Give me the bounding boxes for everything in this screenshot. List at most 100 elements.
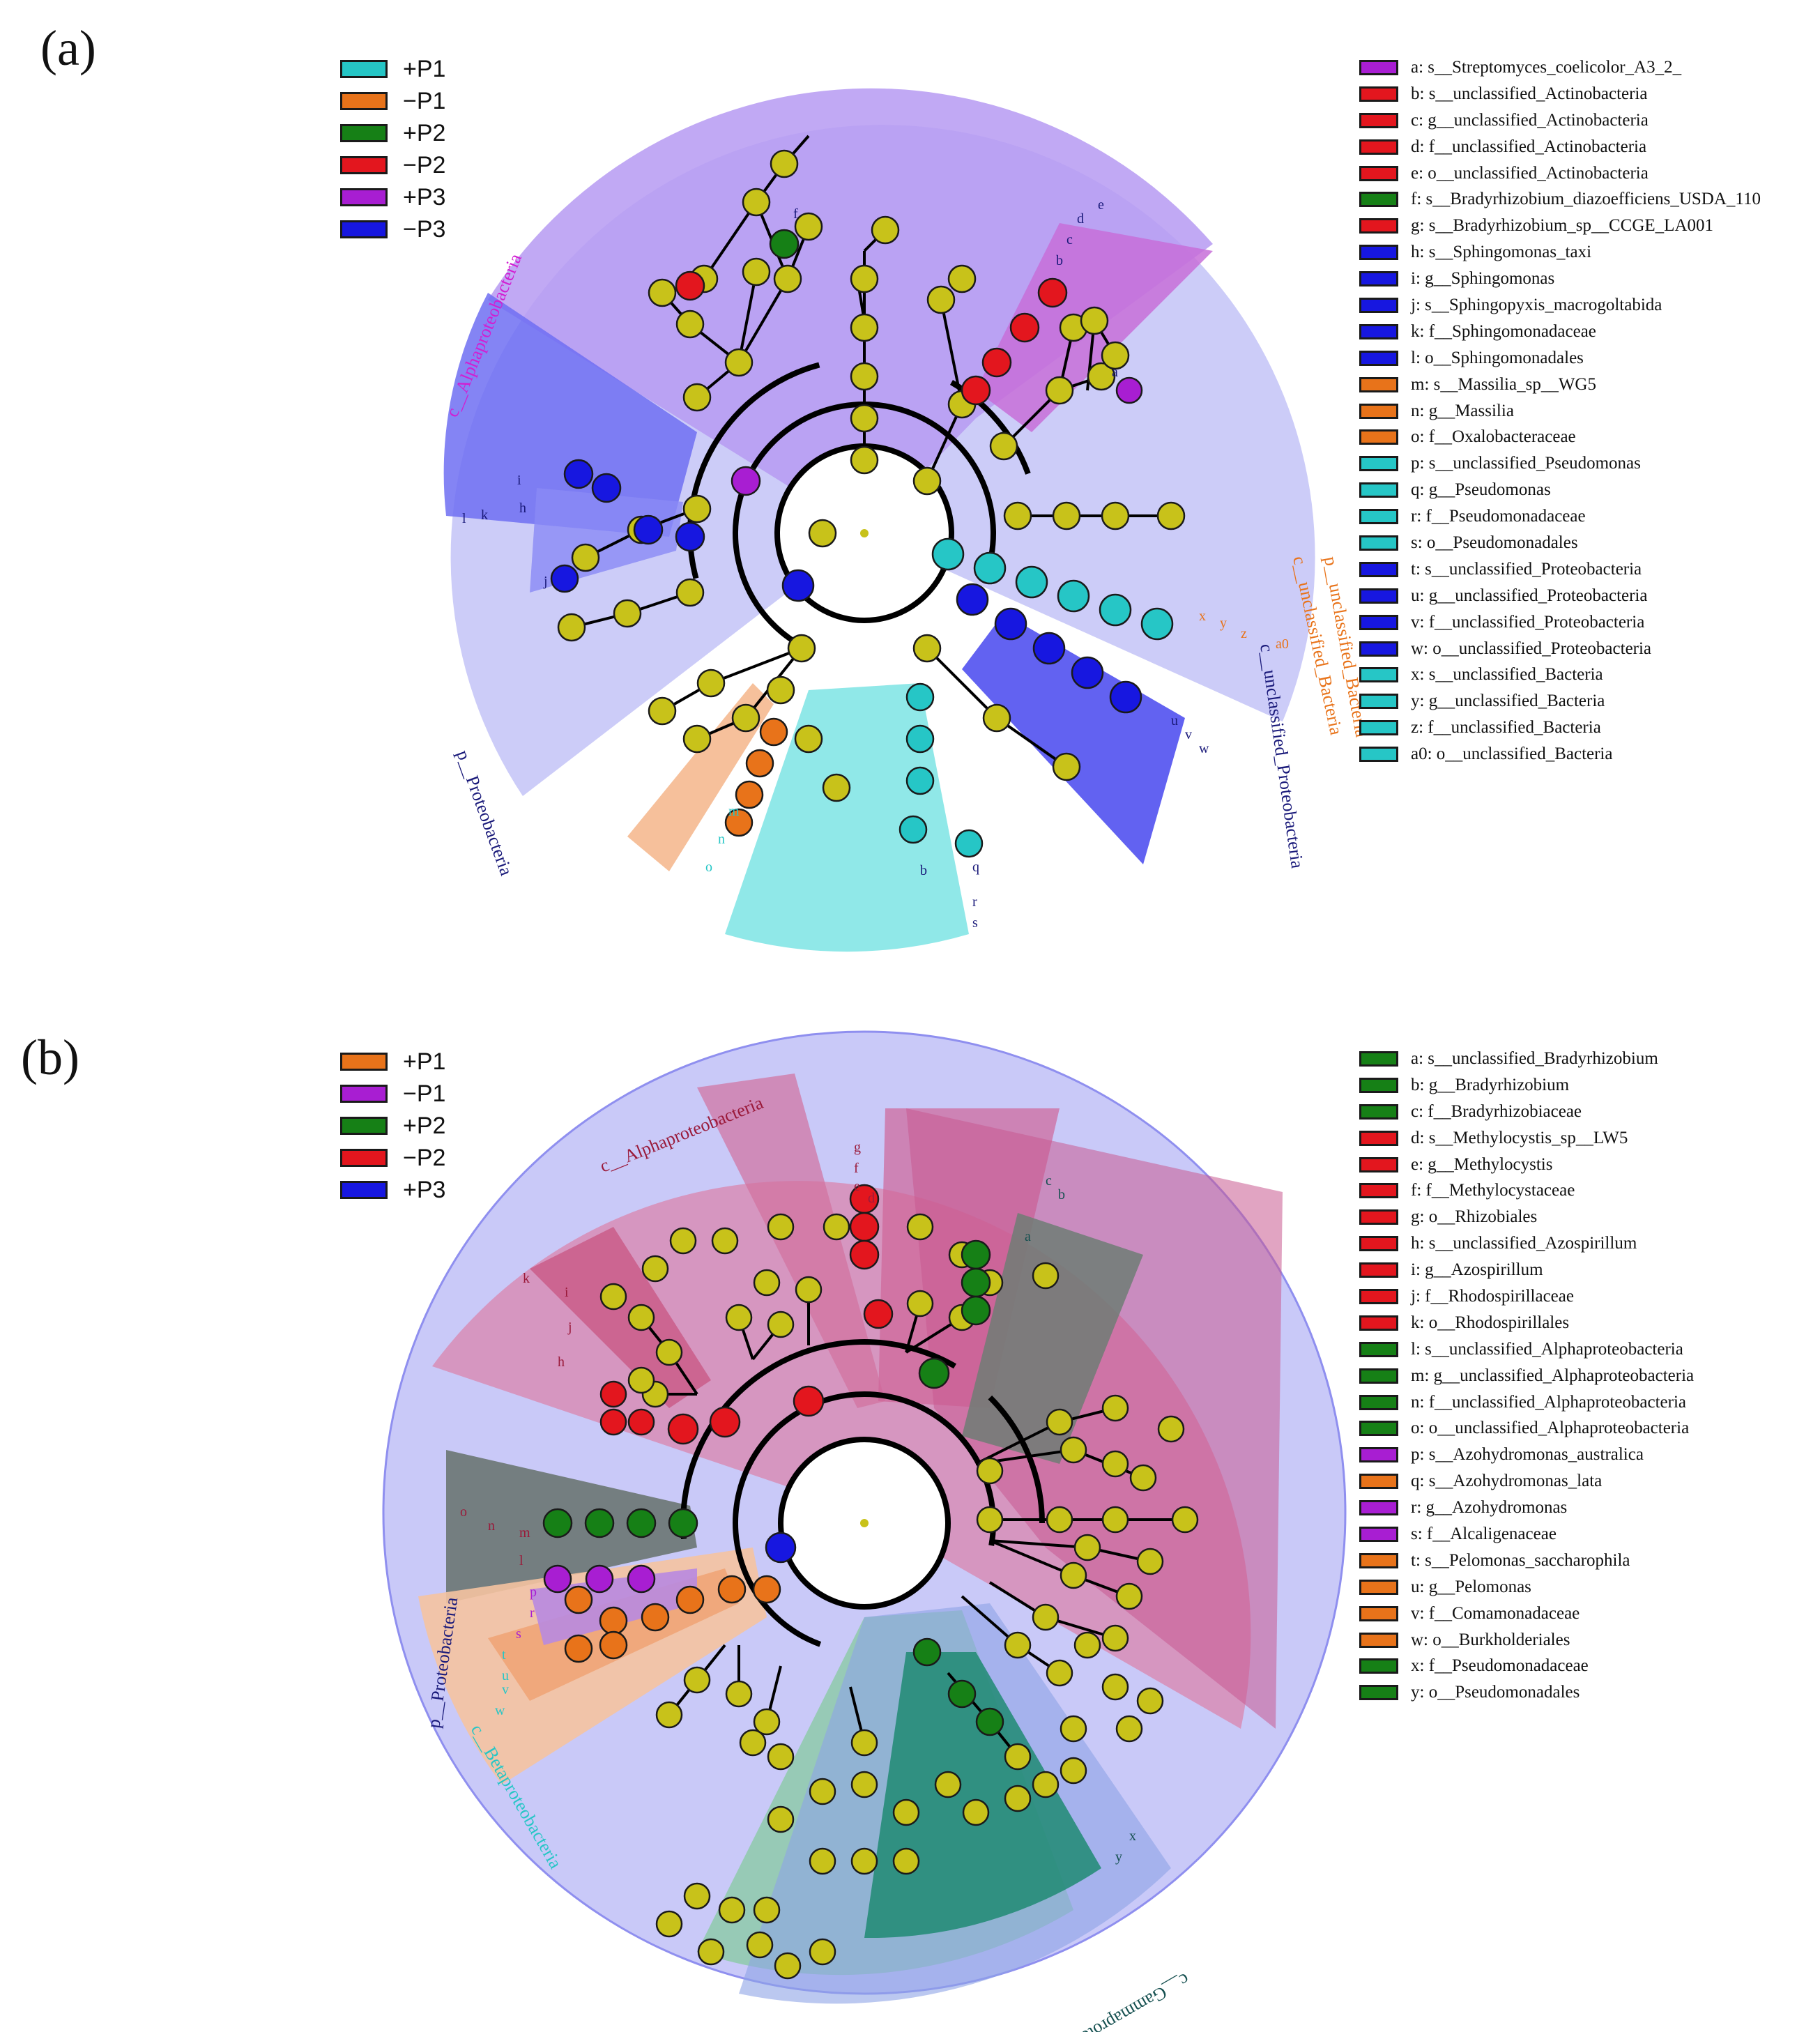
taxa-legend-item: l: o__Sphingomonadales <box>1359 345 1761 372</box>
taxon-node <box>682 494 712 524</box>
taxon-node <box>765 1531 797 1564</box>
taxa-legend-item: l: s__unclassified_Alphaproteobacteria <box>1359 1336 1694 1363</box>
taxon-node <box>1101 1673 1129 1701</box>
legend-label: e: o__unclassified_Actinobacteria <box>1411 163 1649 183</box>
taxon-node <box>849 1239 880 1270</box>
legend-label: p: s__Azohydromonas_australica <box>1411 1445 1644 1465</box>
node-letter: s <box>972 915 978 931</box>
taxon-node <box>711 1227 739 1255</box>
taxa-legend-item: p: s__unclassified_Pseudomonas <box>1359 450 1761 477</box>
taxa-legend-item: b: g__Bradyrhizobium <box>1359 1072 1694 1099</box>
taxon-node <box>912 634 942 663</box>
taxon-node <box>753 1269 781 1297</box>
sector-unclassified-proteobacteria <box>962 613 1185 864</box>
tree-nodes <box>542 1184 1199 1980</box>
legend-swatch <box>1359 1368 1398 1384</box>
taxa-legend-item: t: s__Pelomonas_saccharophila <box>1359 1548 1694 1574</box>
taxon-node <box>697 1938 725 1966</box>
legend-label: d: f__unclassified_Actinobacteria <box>1411 137 1647 156</box>
taxon-node <box>906 1290 934 1317</box>
taxon-node <box>742 257 771 287</box>
taxon-node <box>947 1679 977 1709</box>
taxon-node <box>627 1564 656 1594</box>
taxon-node <box>1101 1506 1129 1534</box>
taxa-legend-item: b: s__unclassified_Actinobacteria <box>1359 81 1761 107</box>
taxon-node <box>982 703 1011 733</box>
taxon-node <box>599 1606 628 1635</box>
taxon-node <box>822 773 851 802</box>
legend-label: m: g__unclassified_Alphaproteobacteria <box>1411 1366 1695 1385</box>
taxon-node <box>627 1366 655 1394</box>
branch-arc <box>733 402 996 648</box>
taxon-node <box>724 348 754 377</box>
branch <box>926 647 998 719</box>
taxon-node <box>1129 1464 1157 1492</box>
taxon-node <box>981 347 1012 378</box>
taxon-node <box>563 459 594 489</box>
taxon-node <box>1115 1715 1143 1743</box>
taxa-legend-item: e: g__Methylocystis <box>1359 1152 1694 1178</box>
legend-swatch <box>1359 641 1398 657</box>
legend-swatch <box>1359 1341 1398 1357</box>
taxon-node <box>905 724 935 754</box>
legend-swatch <box>1359 323 1398 339</box>
legend-swatch <box>1359 1315 1398 1331</box>
taxon-node <box>599 1630 628 1660</box>
legend-label: w: o__unclassified_Proteobacteria <box>1411 639 1652 658</box>
taxon-node <box>731 703 760 733</box>
legend-swatch <box>1359 59 1398 75</box>
node-letter: r <box>530 1605 535 1621</box>
taxon-node <box>1080 306 1109 335</box>
node-letter: a <box>1112 365 1118 380</box>
taxon-node <box>1109 680 1142 714</box>
taxon-node <box>1087 362 1116 391</box>
root-node <box>860 529 869 537</box>
taxon-node <box>1046 1408 1073 1436</box>
node-letter: b <box>1058 1187 1065 1202</box>
legend-swatch <box>1359 297 1398 313</box>
node-letter: e <box>854 1179 860 1194</box>
node-letter: f <box>793 206 798 222</box>
taxon-node <box>767 1743 795 1771</box>
legend-label: j: f__Rhodospirillaceae <box>1411 1286 1574 1306</box>
legend-label: b: s__unclassified_Actinobacteria <box>1411 84 1648 103</box>
legend-label: j: s__Sphingopyxis_macrogoltabida <box>1411 295 1662 314</box>
legend-label: −P1 <box>403 87 446 114</box>
taxa-legend-item: f: f__Methylocystaceae <box>1359 1177 1694 1204</box>
taxon-node <box>961 375 991 406</box>
taxa-legend-item: o: o__unclassified_Alphaproteobacteria <box>1359 1415 1694 1442</box>
taxon-node <box>641 1603 670 1632</box>
group-legend: +P1−P1+P2−P2+P3−P3 <box>340 53 445 245</box>
node-letter: k <box>481 507 488 523</box>
legend-swatch <box>340 92 388 110</box>
node-letter: o <box>705 860 712 875</box>
taxon-node <box>675 270 705 301</box>
legend-label: g: s__Bradyrhizobium_sp__CCGE_LA001 <box>1411 216 1714 236</box>
legend-swatch <box>1359 747 1398 763</box>
legend-label: v: f__unclassified_Proteobacteria <box>1411 612 1645 632</box>
taxon-node <box>906 1213 934 1241</box>
node-letter: a0 <box>1276 636 1289 652</box>
taxon-node <box>961 1239 991 1270</box>
node-letter: r <box>972 894 977 910</box>
legend-label: q: g__Pseudomonas <box>1411 480 1551 500</box>
taxon-node <box>753 1708 781 1736</box>
group-legend-item: +P3 <box>340 181 445 213</box>
branch <box>940 299 963 405</box>
taxon-node <box>1032 632 1066 665</box>
legend-label: −P3 <box>403 215 446 243</box>
legend-label: +P3 <box>403 183 446 211</box>
legend-swatch <box>1359 482 1398 498</box>
taxon-node <box>918 1357 950 1389</box>
taxon-node <box>794 724 823 754</box>
taxon-node <box>633 514 664 545</box>
taxon-node <box>769 229 800 259</box>
taxon-node <box>542 1508 573 1538</box>
taxon-node <box>849 1212 880 1242</box>
legend-label: c: f__Bradyrhizobiaceae <box>1411 1101 1582 1121</box>
legend-swatch <box>1359 1552 1398 1568</box>
node-letter: b <box>920 863 927 878</box>
legend-swatch <box>1359 720 1398 736</box>
sector-alphaproteobacteria <box>488 88 1213 533</box>
taxa-legend-item: i: g__Azospirillum <box>1359 1257 1694 1283</box>
